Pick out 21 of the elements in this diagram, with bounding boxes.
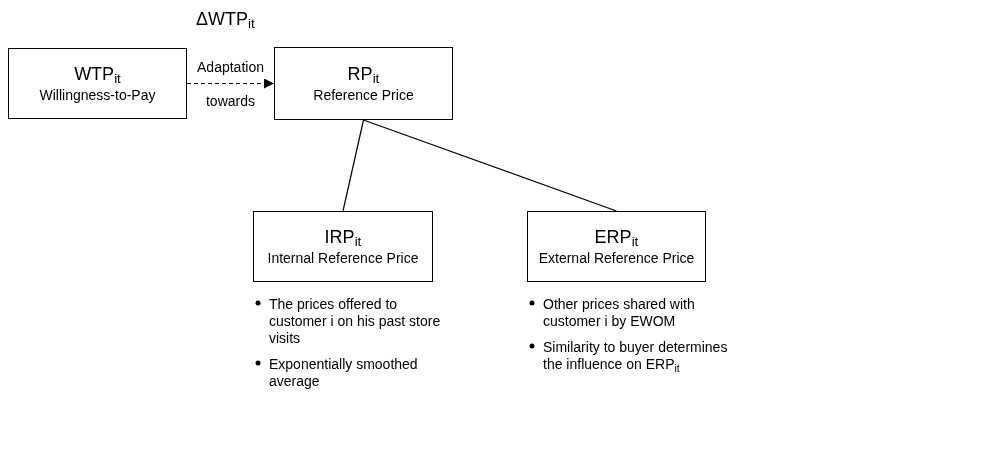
bullet-text: Similarity to buyer determines the influence on ERP$_{it}$: [543, 339, 729, 373]
concept-box: [527, 211, 706, 282]
concept-box: [253, 211, 433, 282]
bullet-text: Other prices shared with customer i by EWOM: [543, 296, 696, 330]
bullet-text: Exponentially smoothed average: [269, 356, 419, 390]
concept-box: [274, 47, 453, 120]
concept-box: [8, 48, 187, 119]
connector-line: [342, 119, 365, 212]
box-heading: IRP$_{it}$: [324, 225, 362, 248]
box-heading: ERP$_{it}$: [594, 225, 639, 248]
box-text: Internal Reference Price: [267, 248, 419, 268]
box-heading: RP$_{it}$: [347, 62, 380, 85]
box-text: Reference Price: [313, 85, 414, 105]
arrow: [186, 78, 275, 89]
bullet-text: The prices offered to customer i on his past store visits: [269, 296, 441, 347]
box-heading: WTP$_{it}$: [74, 62, 121, 85]
delta-label: ΔWTP$_{it}$: [196, 8, 255, 33]
connector-line: [362, 119, 618, 212]
box-text: Willingness-to-Pay: [39, 85, 156, 105]
edge-label: Adaptation towards: [196, 57, 265, 111]
box-text: External Reference Price: [538, 248, 695, 268]
